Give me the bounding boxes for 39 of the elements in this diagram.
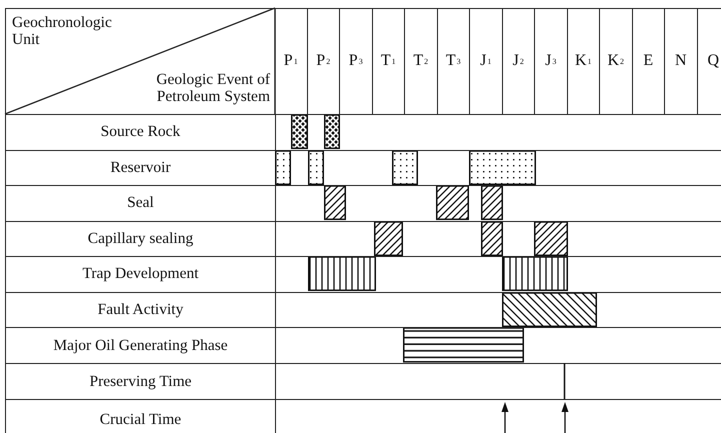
trap-bar <box>308 257 376 292</box>
source-rock-bar <box>290 115 308 150</box>
event-row <box>5 150 721 185</box>
event-label: Preserving Time <box>89 372 192 390</box>
hatched-bar <box>436 186 468 220</box>
reservoir-bar <box>308 150 324 185</box>
event-row <box>5 363 721 399</box>
event-row <box>5 114 721 150</box>
header-label: Geochronologic Unit <box>12 14 113 48</box>
reservoir-bar <box>468 150 536 185</box>
event-row <box>5 292 721 327</box>
source-rock-bar <box>324 115 340 150</box>
event-row <box>5 220 721 256</box>
event-label: Trap Development <box>82 265 199 284</box>
event-row <box>5 399 721 433</box>
event-label: Source Rock <box>100 123 180 142</box>
reservoir-bar <box>274 150 290 185</box>
trap-bar <box>502 257 568 292</box>
period-header: E <box>632 8 665 114</box>
event-row <box>5 185 721 220</box>
event-label: Fault Activity <box>98 300 184 319</box>
event-label: Capillary sealing <box>88 230 194 248</box>
event-label: Seal <box>127 194 154 212</box>
hatched-bar <box>480 222 502 256</box>
event-label: Major Oil Generating Phase <box>53 336 228 354</box>
reservoir-bar <box>392 150 418 185</box>
period-header: N <box>665 8 698 114</box>
event-label: Reservoir <box>110 158 171 177</box>
period-header: Q <box>698 8 721 114</box>
oil-phase-bar <box>402 328 524 363</box>
header-label: Geologic Event of Petroleum System <box>155 71 270 105</box>
fault-bar <box>502 292 596 327</box>
event-row <box>5 327 721 363</box>
hatched-bar <box>480 186 502 220</box>
hatched-bar <box>324 186 346 220</box>
event-row <box>5 256 721 292</box>
event-label: Crucial Time <box>100 410 182 428</box>
hatched-bar <box>534 222 568 256</box>
hatched-bar <box>374 222 402 256</box>
